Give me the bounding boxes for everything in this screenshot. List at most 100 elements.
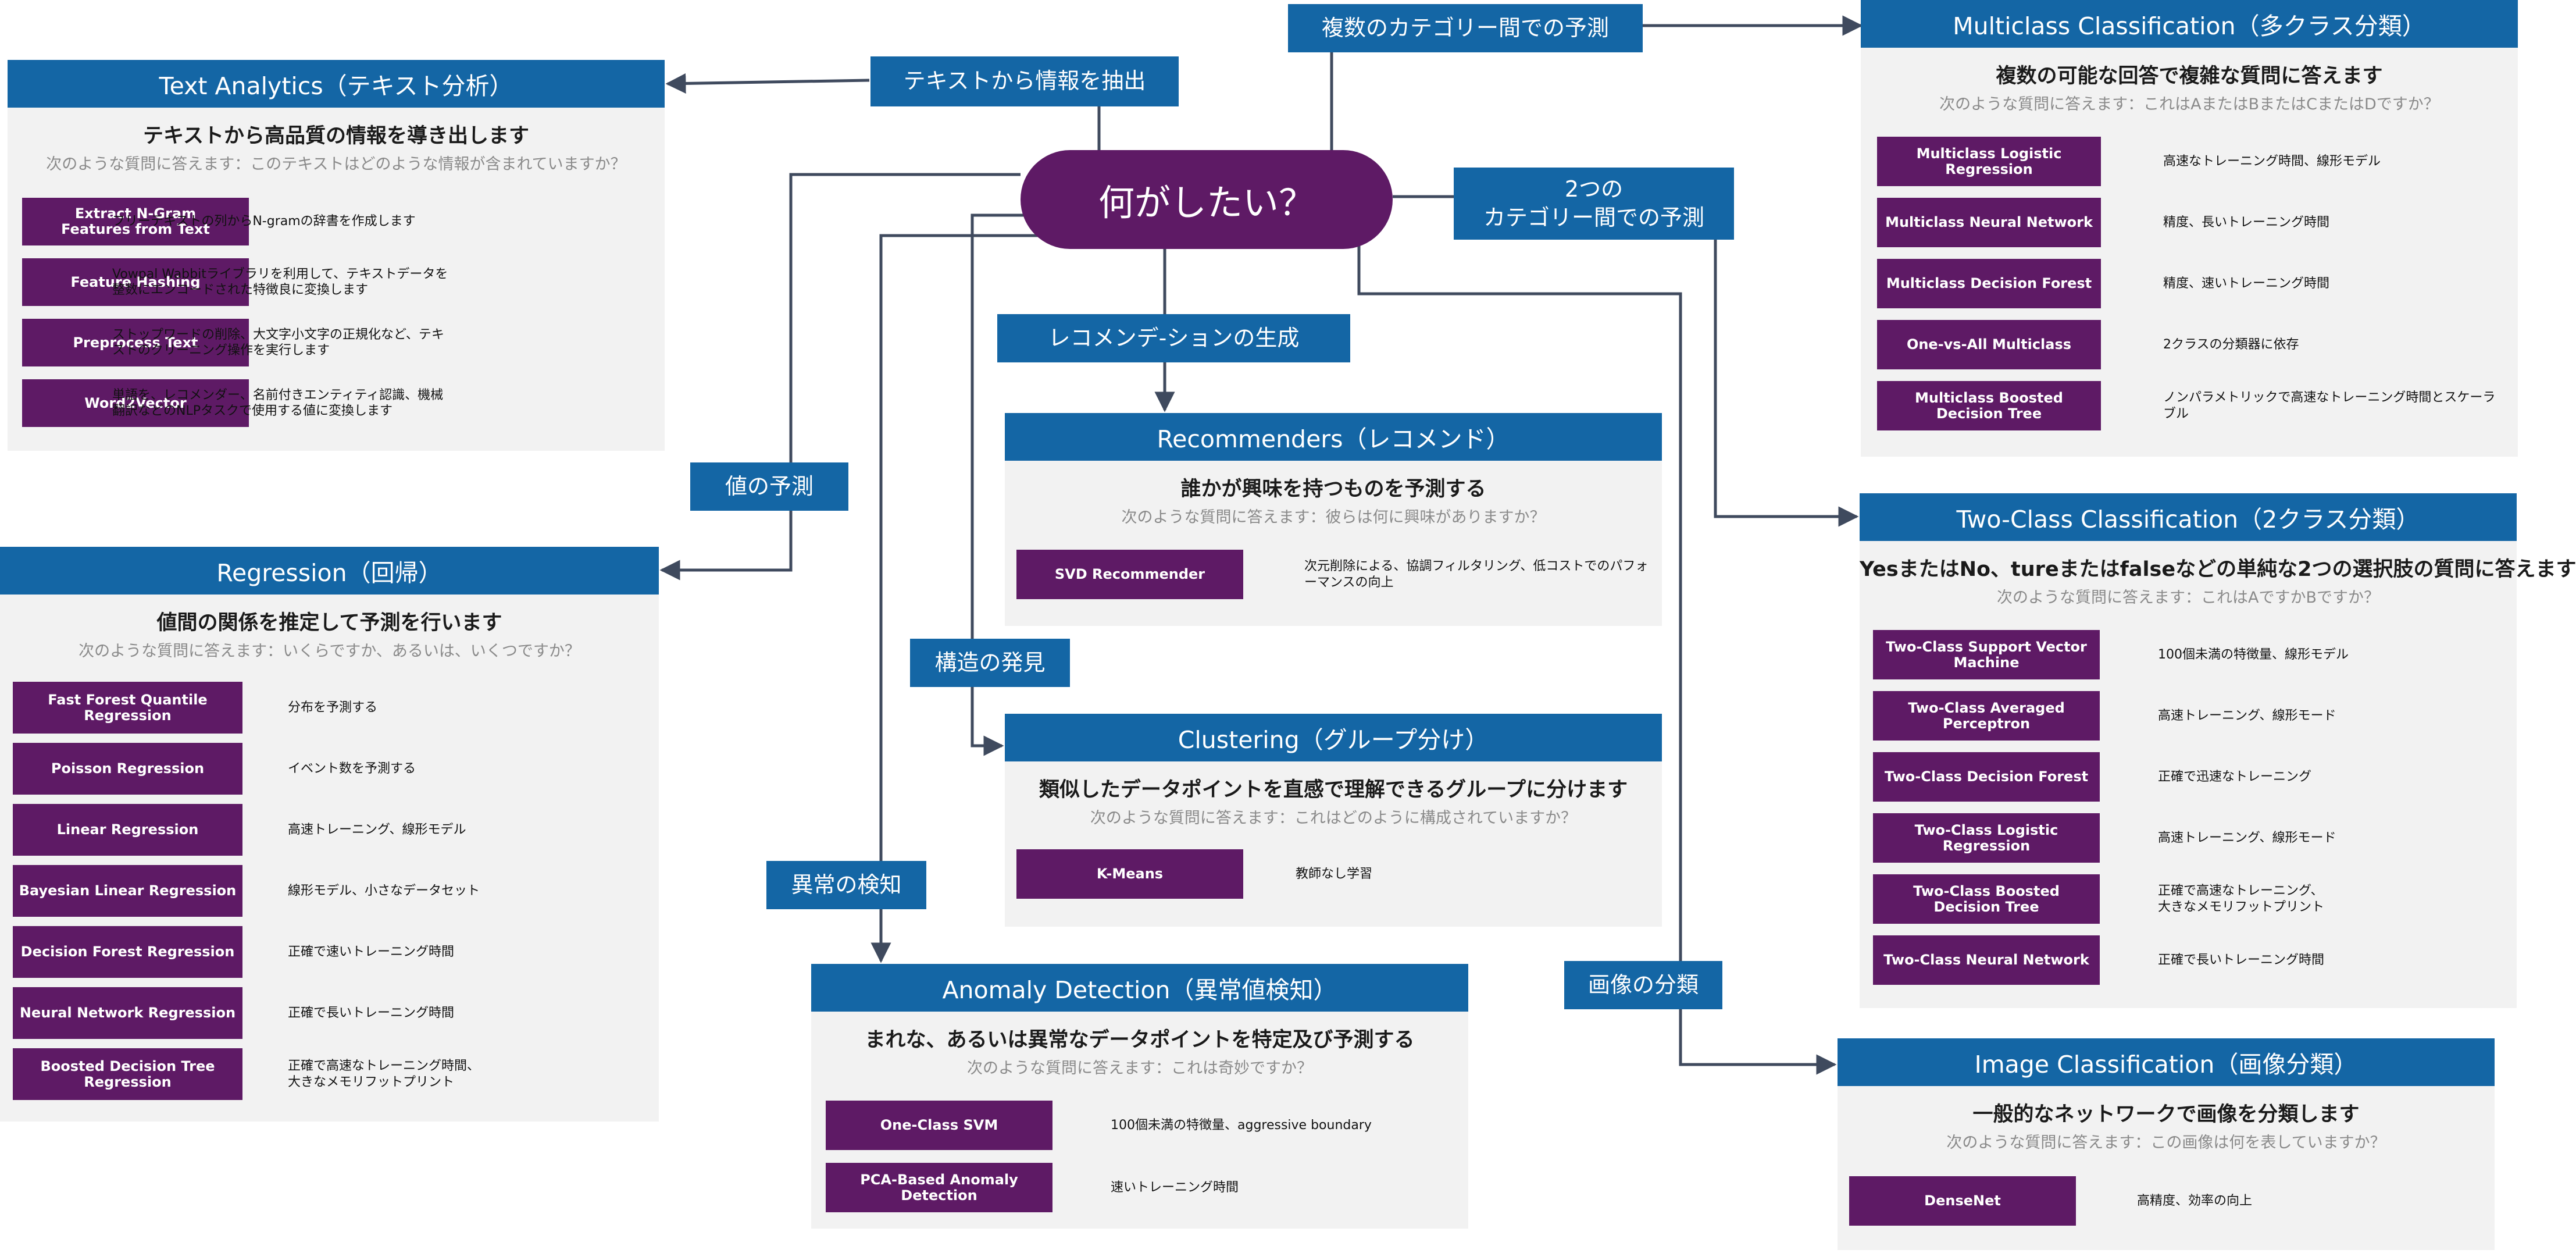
text-analytics-panel: Text Analytics（テキスト分析） テキストから高品質の情報を導き出し… [8,60,665,451]
algorithm-description: 正確で長いトレーニング時間 [2158,952,2325,967]
algorithm-box: DenseNet [1849,1176,2076,1226]
label-two-category: 2つの カテゴリー間での予測 [1454,168,1734,240]
algorithm-box: Neural Network Regression [13,987,242,1039]
algorithm-box: Word2Vector [22,379,249,427]
algorithm-description: 次元削除による、協調フィルタリング、低コストでのパフォーマンスの向上 [1304,559,1649,590]
algorithm-box: K-Means [1016,849,1243,899]
algorithm-box: One-Class SVM [826,1101,1052,1150]
arrow-to-clustering [971,213,1032,756]
panel-question: 次のような質問に答えます：これはAまたはBまたはCまたはDですか？ [1939,95,2439,113]
algorithm-description: Vowpal Wabbitライブラリを利用して、テキストデータを整数にエンコード… [112,266,448,298]
two-class-classification-panel: Two-Class Classification（2クラス分類） YesまたはN… [1860,493,2576,1008]
arrow-to-regression [659,173,1021,581]
algorithm-box: Decision Forest Regression [13,926,242,978]
label-classify-image: 画像の分類 [1564,961,1722,1009]
algorithm-box: Two-Class Logistic Regression [1873,813,2100,863]
regression-panel: Regression（回帰） 値間の関係を推定して予測を行います 次のような質問… [0,547,659,1122]
algorithm-description: 精度、速いトレーニング時間 [2163,276,2330,291]
anomaly-detection-panel: Anomaly Detection（異常値検知） まれな、あるいは異常なデータポ… [811,964,1468,1229]
algorithm-box: Fast Forest Quantile Regression [13,682,242,734]
algorithm-box: Multiclass Logistic Regression [1877,137,2101,186]
algorithm-description: 高速トレーニング、線形モデル [288,822,466,837]
panel-question: 次のような質問に答えます：いくらですか、あるいは、いくつですか？ [79,642,580,660]
arrow-to-text-analytics [665,73,870,94]
algorithm-description: イベント数を予測する [288,761,416,776]
panel-title: Recommenders（レコメンド） [1005,413,1662,461]
panel-title: Text Analytics（テキスト分析） [8,60,665,108]
panel-title: Anomaly Detection（異常値検知） [811,964,1468,1012]
algorithm-box: Multiclass Boosted Decision Tree [1877,381,2101,430]
algorithm-description: 分布を予測する [288,700,378,715]
panel-title: Multiclass Classification（多クラス分類） [1861,0,2518,48]
panel-subtitle: YesまたはNo、tureまたはfalseなどの単純な2つの選択肢の質問に答えま… [1860,558,2576,581]
panel-title: Two-Class Classification（2クラス分類） [1860,493,2517,541]
label-multi-category: 複数のカテゴリー間での予測 [1288,4,1643,52]
algorithm-description: 速いトレーニング時間 [1111,1180,1239,1195]
algorithm-description: 精度、長いトレーニング時間 [2163,215,2330,230]
arrow-to-image [1357,241,1837,1075]
algorithm-description: 正確で長いトレーニング時間 [288,1005,455,1020]
algorithm-description: 100個未満の特徴量、aggressive boundary [1111,1117,1372,1133]
panel-title: Image Classification（画像分類） [1838,1038,2495,1086]
algorithm-description: フリーテキストの列からN-gramの辞書を作成します [112,214,416,229]
panel-question: 次のような質問に答えます：このテキストはどのような情報が含まれていますか？ [46,155,626,173]
clustering-panel: Clustering（グループ分け） 類似したデータポイントを直感で理解できるグ… [1005,714,1662,927]
panel-subtitle: テキストから高品質の情報を導き出します [143,124,529,148]
arrow-to-anomaly [870,234,1061,963]
algorithm-description: 2クラスの分類器に依存 [2163,337,2299,352]
label-predict-value: 値の予測 [690,462,848,511]
algorithm-box: Preprocess Text [22,319,249,366]
algorithm-box: Extract N-Gram Features from Text [22,198,249,245]
panel-subtitle: 一般的なネットワークで画像を分類します [1972,1103,2360,1126]
panel-question: 次のような質問に答えます：これは奇妙ですか？ [967,1059,1312,1077]
algorithm-box: SVD Recommender [1016,550,1243,599]
algorithm-box: Two-Class Decision Forest [1873,752,2100,802]
multiclass-classification-panel: Multiclass Classification（多クラス分類） 複数の可能な… [1861,0,2518,457]
algorithm-description: 高速トレーニング、線形モード [2158,708,2336,723]
panel-subtitle: 誰かが興味を持つものを予測する [1180,478,1486,501]
arrow-to-twoclass [1714,240,1859,527]
algorithm-box: Poisson Regression [13,743,242,795]
panel-subtitle: 類似したデータポイントを直感で理解できるグループに分けます [1039,778,1628,802]
algorithm-description: 高速なトレーニング時間、線形モデル [2163,154,2381,169]
panel-question: 次のような質問に答えます：これはAですかBですか？ [1997,589,2379,607]
label-recommend: レコメンデ-ションの生成 [997,314,1350,362]
label-detect-anomaly: 異常の検知 [766,861,926,909]
algorithm-description: 100個未満の特徴量、線形モデル [2158,647,2349,662]
algorithm-description: 教師なし学習 [1296,866,1373,881]
panel-title: Clustering（グループ分け） [1005,714,1662,761]
panel-subtitle: 値間の関係を推定して予測を行います [156,611,502,635]
algorithm-description: 単語を、レコメンダー、名前付きエンティティ認識、機械翻訳などのNLPタスクで使用… [112,387,444,419]
algorithm-description: 線形モデル、小さなデータセット [288,883,480,898]
algorithm-box: Feature Hashing [22,258,249,306]
algorithm-description: ストップワードの削除、大文字小文字の正規化など、テキストのクリーニング操作を実行… [112,327,444,358]
algorithm-box: PCA-Based Anomaly Detection [826,1163,1052,1212]
algorithm-description: 高速トレーニング、線形モード [2158,830,2336,845]
algorithm-description: 正確で迅速なトレーニング [2158,769,2312,784]
algorithm-box: Multiclass Decision Forest [1877,259,2101,308]
algorithm-description: ノンパラメトリックで高速なトレーニング時間とスケーラブル [2163,390,2496,421]
algorithm-description: 正確で速いトレーニング時間 [288,944,455,959]
algorithm-box: One-vs-All Multiclass [1877,320,2101,369]
algorithm-box: Two-Class Boosted Decision Tree [1873,874,2100,924]
panel-subtitle: 複数の可能な回答で複雑な質問に答えます [1996,65,2383,88]
algorithm-box: Two-Class Neural Network [1873,935,2100,985]
algorithm-box: Two-Class Averaged Perceptron [1873,691,2100,741]
image-classification-panel: Image Classification（画像分類） 一般的なネットワークで画像… [1838,1038,2495,1250]
algorithm-description: 正確で高速なトレーニング、 大きなメモリフットプリント [2158,884,2325,914]
panel-subtitle: まれな、あるいは異常なデータポイントを特定及び予測する [865,1028,1415,1052]
label-discover-structure: 構造の発見 [910,639,1070,687]
panel-question: 次のような質問に答えます：彼らは何に興味がありますか？ [1121,508,1546,526]
algorithm-description: 正確で高速なトレーニング時間、 大きなメモリフットプリント [288,1059,480,1090]
recommenders-panel: Recommenders（レコメンド） 誰かが興味を持つものを予測する 次のよう… [1005,413,1662,626]
algorithm-box: Boosted Decision Tree Regression [13,1048,242,1100]
algorithm-box: Bayesian Linear Regression [13,865,242,917]
panel-question: 次のような質問に答えます：この画像は何を表していますか？ [1946,1134,2386,1152]
panel-question: 次のような質問に答えます：これはどのように構成されていますか？ [1090,809,1577,827]
algorithm-box: Two-Class Support Vector Machine [1873,630,2100,679]
panel-title: Regression（回帰） [0,547,659,595]
algorithm-description: 高精度、効率の向上 [2137,1193,2253,1208]
center-question-node: 何がしたい？ [1021,150,1393,249]
algorithm-box: Linear Regression [13,804,242,856]
label-extract-text: テキストから情報を抽出 [870,56,1179,106]
